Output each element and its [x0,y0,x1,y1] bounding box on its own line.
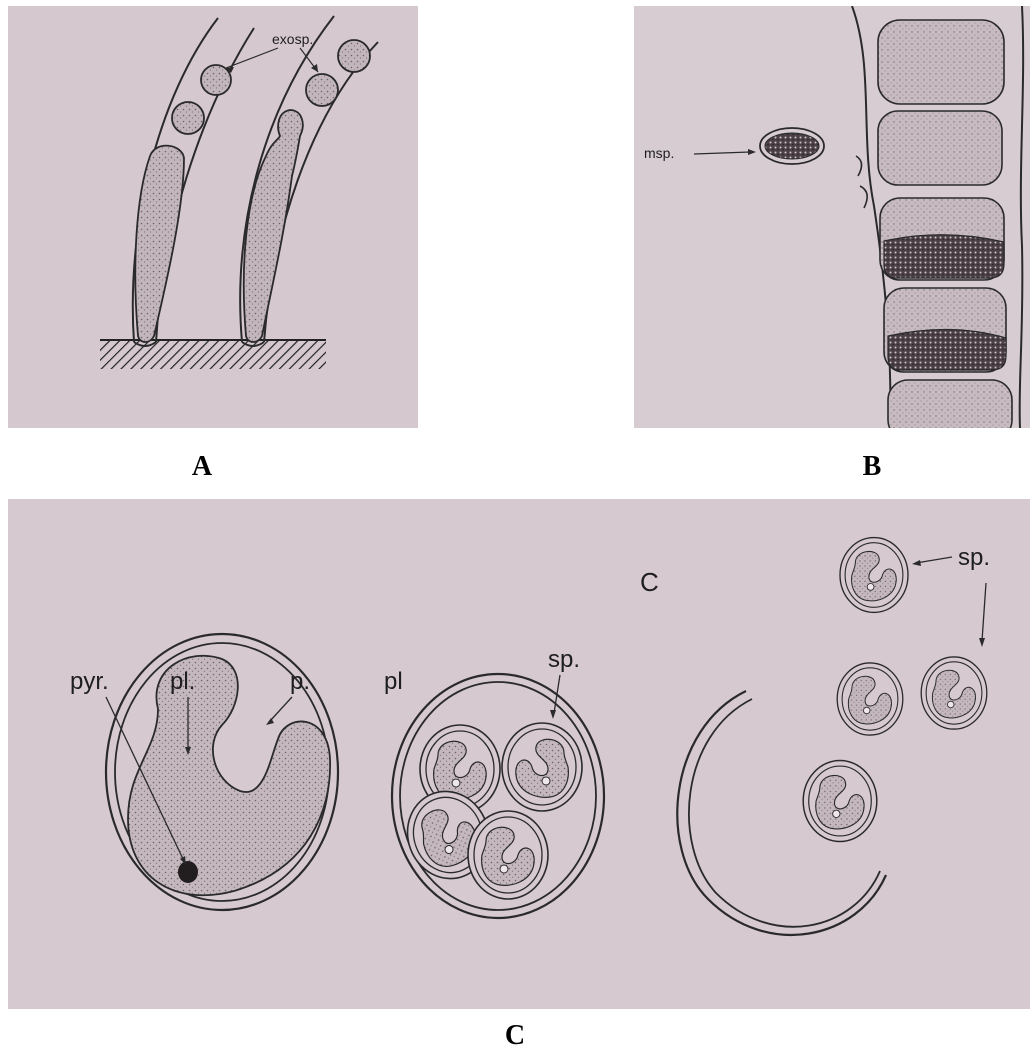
caption-a: A [172,451,232,483]
label-exospore: exosp. [272,31,313,47]
label-spore-right: sp. [958,544,990,571]
substrate [100,339,326,369]
label-spore-middle: sp. [548,646,580,673]
label-pl: pl [384,668,403,695]
filament-wall-right [1020,6,1024,428]
panel-b-microspore-illustration: msp. [634,6,1030,428]
caption-c: C [485,1020,545,1052]
released-spore [921,657,987,729]
pyrenoid [178,861,198,883]
label-plastid: pl. [170,668,195,695]
panel-c-drawing: pyr. pl. p. pl sp. C sp. [8,499,1030,1009]
microsporangium-dark [888,329,1006,370]
panel-a-exospore-illustration: exosp. [8,6,418,428]
panel-a-drawing: exosp. [8,6,418,428]
exospore [201,65,231,95]
label-inner-c: C [640,567,659,597]
microsporangium-dark [884,235,1004,278]
label-parent-wall: p. [290,668,310,695]
label-microspore: msp. [644,145,674,161]
spore [468,811,548,899]
exospore [306,74,338,106]
exospore [172,102,204,134]
cell-body-left [135,146,184,342]
caption-b: B [842,451,902,483]
released-spore [803,761,877,842]
panel-b-drawing: msp. [634,6,1030,428]
released-spore [837,663,903,735]
filament-cell [878,111,1002,185]
released-spore [840,538,908,613]
panel-c-spore-formation-illustration: pyr. pl. p. pl sp. C sp. [8,499,1030,1009]
filament-cell [878,20,1004,104]
cell-body-right [244,110,303,342]
filament-cell [888,380,1012,428]
microspore [765,133,819,159]
spore [502,723,582,811]
label-pyrenoid: pyr. [70,668,109,695]
exospore [338,40,370,72]
